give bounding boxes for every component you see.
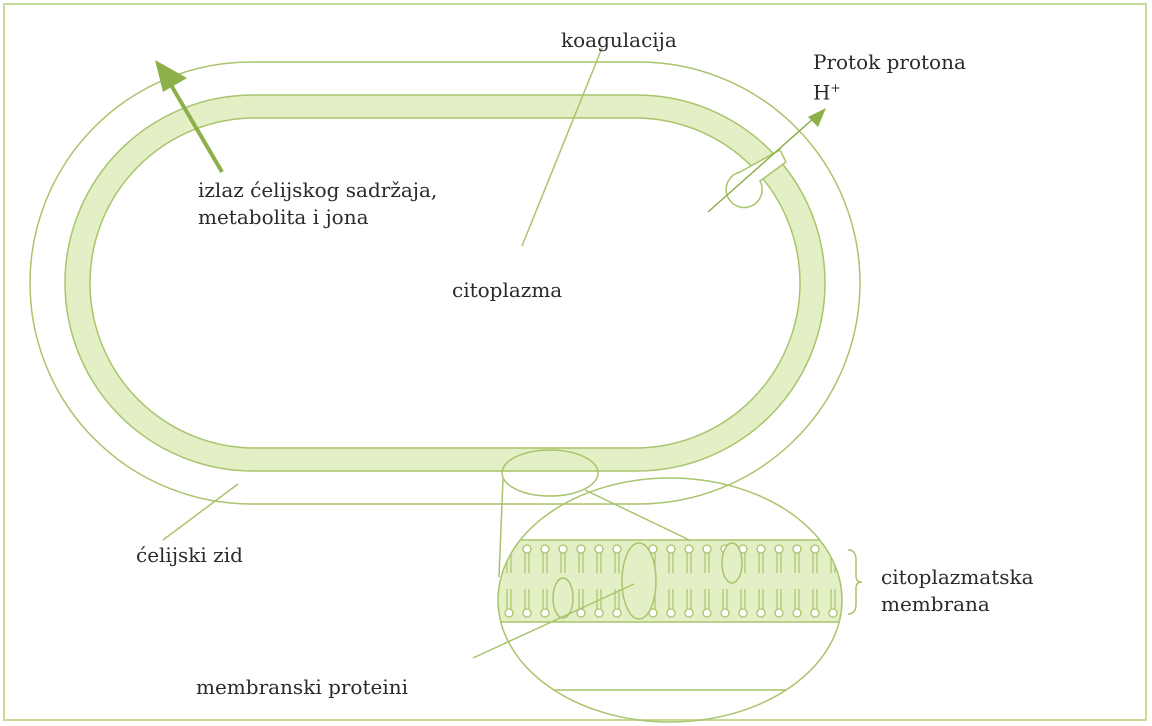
membrane-protein-bottom [553,578,573,618]
membrane-brace [848,550,862,614]
membrane-proteins-label: membranski proteini [196,675,408,699]
proton-symbol: H+ [813,76,841,105]
cytoplasm-label: citoplazma [452,278,562,302]
leakage-label-line1: izlaz ćelijskog sadržaja, [198,178,437,202]
proton-symbol-letter: H [813,81,830,105]
cytoplasmic-membrane-label-line2: membrana [881,592,990,616]
lipid-bilayer [490,540,850,622]
cytoplasm-region [90,118,800,448]
magnified-membrane [490,540,850,690]
membrane-protein-large [622,543,656,619]
proton-flow-arrow-head [808,108,826,127]
proton-flow-label: Protok protona [813,50,966,74]
cell-wall-label: ćelijski zid [136,543,243,567]
cytoplasmic-membrane-label-line1: citoplazmatska [881,565,1034,589]
leakage-arrow-head [155,60,187,92]
coagulation-label: koagulacija [561,28,677,52]
membrane-protein-top [722,543,742,583]
cell-wall-leader [163,484,238,540]
leakage-label-line2: metabolita i jona [198,205,369,229]
zoom-line-left [499,479,503,577]
proton-charge: + [830,81,840,95]
